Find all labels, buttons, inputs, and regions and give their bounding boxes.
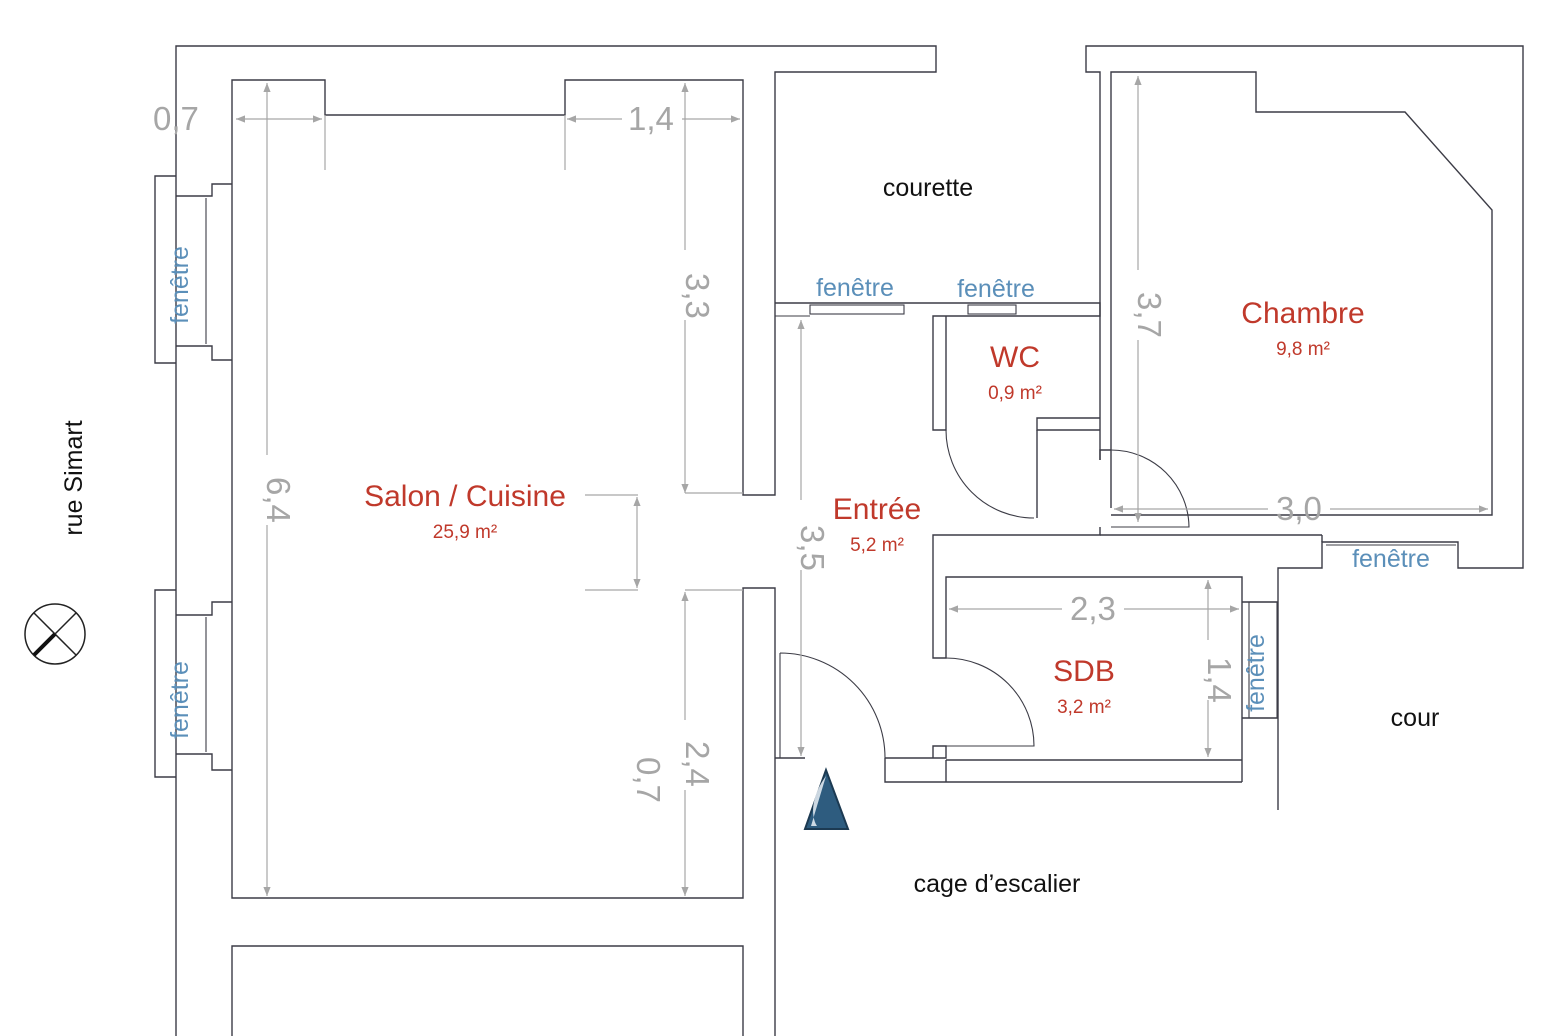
- label-cage-escalier: cage d’escalier: [914, 870, 1081, 898]
- lower-neighbour-wall: [231, 945, 744, 1036]
- window-label-sdb: fenêtre: [1242, 634, 1270, 712]
- door-chambre: [1110, 449, 1190, 528]
- left-wall-pier-top: [154, 175, 176, 364]
- label-courette: courette: [883, 174, 973, 202]
- dim-33: 3,3: [679, 273, 716, 319]
- room-wc-name: WC: [990, 341, 1040, 374]
- room-salon-name: Salon / Cuisine: [364, 480, 566, 513]
- window-courette-2: [967, 304, 1017, 315]
- left-wall-pier-inner-bottom: [176, 345, 232, 361]
- sdb-bottom: [884, 758, 1242, 783]
- door-entrance: [779, 652, 886, 759]
- room-wc-area: 0,9 m²: [988, 383, 1042, 404]
- dim-07-top: 0,7: [153, 100, 199, 137]
- dim-35: 3,5: [794, 525, 831, 571]
- courette-wall: [775, 302, 1101, 431]
- sdb-bottom-inner: [885, 745, 947, 759]
- left-wall-pier-inner-bottom2: [176, 601, 232, 616]
- room-sdb-name: SDB: [1053, 655, 1115, 688]
- room-salon-area: 25,9 m²: [433, 522, 497, 543]
- room-entree-area: 5,2 m²: [850, 535, 904, 556]
- left-wall-pier-inner-top: [176, 183, 232, 197]
- dim-07-mid: 0,7: [630, 757, 667, 803]
- room-sdb-area: 3,2 m²: [1057, 697, 1111, 718]
- entry-marker-icon: [803, 767, 850, 830]
- label-cour: cour: [1391, 704, 1440, 732]
- chambre-entry-wall: [1099, 449, 1111, 460]
- dim-14-top: 1,4: [628, 100, 674, 137]
- label-street: rue Simart: [60, 420, 88, 535]
- room-chambre-area: 9,8 m²: [1276, 339, 1330, 360]
- dim-24: 2,4: [679, 741, 716, 787]
- walls: [154, 45, 1524, 1036]
- outer-wall-left-top: [175, 45, 937, 1036]
- left-wall-pier-inner-bottom3: [176, 753, 232, 771]
- sdb-outer: [932, 527, 1243, 782]
- dim-37: 3,7: [1131, 292, 1168, 338]
- dim-23: 2,3: [1070, 590, 1116, 627]
- chambre-outer: [1085, 45, 1524, 810]
- door-sdb: [945, 657, 1035, 747]
- compass-icon: [24, 603, 86, 665]
- dim-14-sdb: 1,4: [1201, 657, 1238, 703]
- window-courette-1: [809, 304, 905, 315]
- window-labels: fenêtre fenêtre fenêtre fenêtre fenêtre …: [166, 246, 1430, 739]
- left-wall-pier-bottom: [154, 589, 176, 778]
- window-label-chambre: fenêtre: [1352, 545, 1430, 573]
- door-wc: [945, 429, 1035, 519]
- area-labels: courette cour cage d’escalier rue Simart: [60, 174, 1439, 898]
- dim-64: 6,4: [260, 477, 297, 523]
- chambre-inner: [1110, 71, 1493, 516]
- wc-wall: [1036, 417, 1100, 431]
- window-label-left-bottom: fenêtre: [166, 661, 194, 739]
- room-chambre-name: Chambre: [1241, 297, 1364, 330]
- room-entree-name: Entrée: [833, 493, 921, 526]
- window-label-courette-1: fenêtre: [816, 274, 894, 302]
- window-label-courette-2: fenêtre: [957, 275, 1035, 303]
- window-label-left-top: fenêtre: [166, 246, 194, 324]
- room-labels: Salon / Cuisine 25,9 m² Entrée 5,2 m² WC…: [364, 297, 1365, 718]
- dim-30: 3,0: [1276, 490, 1322, 527]
- dimensions: 0,7 1,4 3,3 6,4 0,7 2,4 3,5 3,7: [153, 76, 1488, 896]
- doors: [779, 429, 1190, 759]
